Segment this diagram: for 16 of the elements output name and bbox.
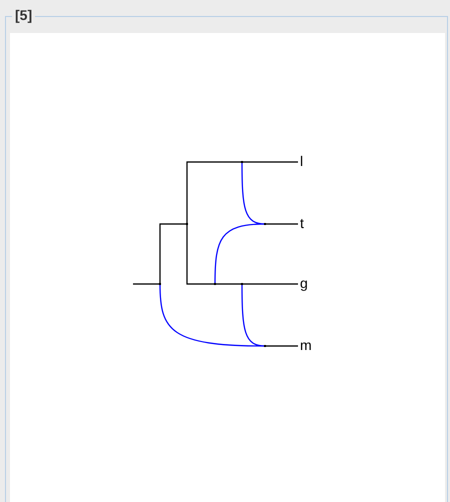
- tree-branch: [241, 161, 298, 163]
- tree-branch: [132, 283, 160, 285]
- tree-branch: [241, 283, 298, 285]
- taxon-label: t: [300, 215, 304, 231]
- tree-branch: [264, 345, 298, 347]
- tree-branch: [186, 224, 215, 285]
- panel-title: [5]: [12, 7, 36, 23]
- taxon-label: m: [300, 337, 312, 353]
- tree-branch: [159, 223, 187, 284]
- tree-branch: [214, 283, 242, 285]
- reticulation-edge: [159, 284, 265, 347]
- taxon-label: g: [300, 275, 308, 291]
- taxon-label: l: [300, 153, 304, 169]
- tree-branch: [264, 223, 298, 225]
- tree-branch: [186, 161, 242, 224]
- reticulation-edge: [214, 223, 266, 284]
